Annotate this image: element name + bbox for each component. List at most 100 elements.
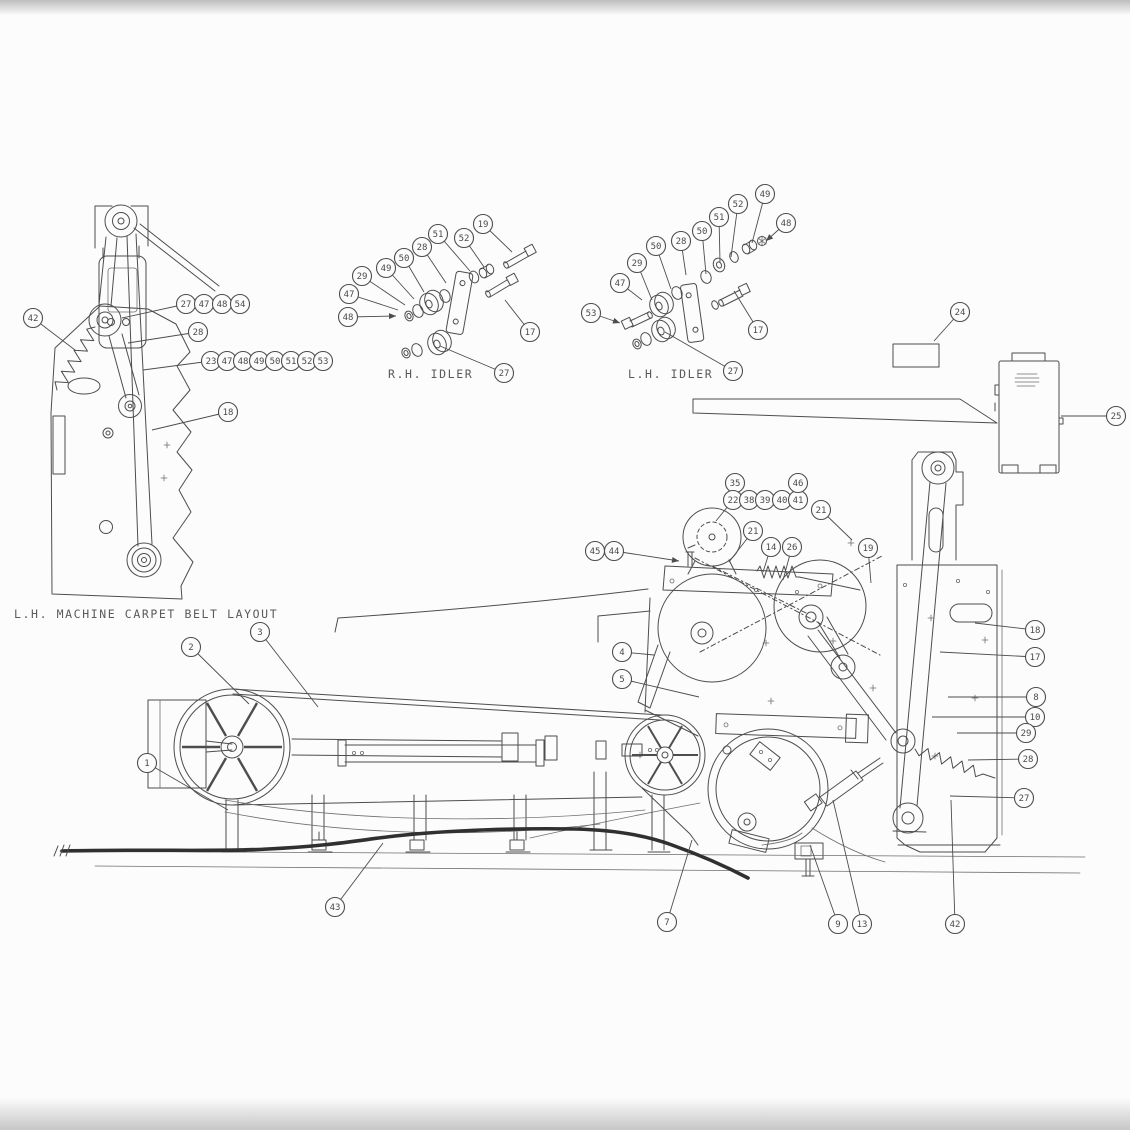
callout-53: 53 [582, 304, 621, 324]
washer [728, 250, 740, 263]
callout-50: 50 [647, 237, 672, 290]
callout-28: 28 [128, 323, 208, 344]
left-drum [638, 574, 766, 708]
svg-text:17: 17 [1030, 653, 1041, 663]
svg-text:28: 28 [417, 243, 428, 253]
washer [670, 285, 684, 301]
svg-text:35: 35 [730, 479, 741, 489]
callout-46: 46 [789, 474, 808, 493]
svg-text:46: 46 [793, 479, 804, 489]
callout-48: 48 [766, 214, 796, 242]
svg-text:14: 14 [766, 543, 777, 553]
svg-text:51: 51 [714, 213, 725, 223]
slot-hole [53, 416, 65, 474]
svg-text:48: 48 [238, 357, 249, 367]
svg-text:47: 47 [615, 279, 626, 289]
jack-foot [506, 832, 530, 852]
svg-text:21: 21 [816, 506, 827, 516]
svg-text:9: 9 [835, 920, 840, 930]
callout-17: 17 [734, 291, 768, 340]
idler-bracket [446, 271, 474, 335]
svg-text:49: 49 [760, 190, 771, 200]
svg-text:8: 8 [1033, 693, 1038, 703]
right-frame [893, 452, 1002, 852]
drive-shaft [206, 733, 659, 761]
frame-lower-pulley [893, 803, 926, 833]
bed-rails [338, 740, 544, 766]
idler-pulley [417, 287, 447, 317]
callout-41: 41 [789, 491, 808, 510]
idler-pulley-lower [649, 314, 679, 344]
callout-51: 51 [429, 225, 471, 272]
bolt [710, 283, 750, 310]
callout-8: 8 [948, 688, 1046, 707]
callout-42: 42 [24, 309, 76, 351]
carpet-belt-runs [99, 224, 219, 546]
callout-42: 42 [946, 800, 965, 934]
cover-plate [893, 344, 939, 367]
callout-45: 45 [586, 542, 605, 561]
svg-text:27: 27 [181, 300, 192, 310]
belt-bottom [232, 797, 642, 805]
callout-13: 13 [833, 800, 872, 934]
vertical-belt [900, 482, 946, 808]
callout-28: 28 [413, 238, 447, 284]
svg-text:17: 17 [525, 328, 536, 338]
tension-pulley-right [891, 729, 915, 753]
svg-text:49: 49 [381, 264, 392, 274]
callout-52: 52 [455, 229, 485, 268]
svg-text:53: 53 [586, 309, 597, 319]
rh-idler-label: R.H. IDLER [388, 367, 473, 381]
callout-18: 18 [152, 403, 238, 431]
callout-27: 27 [665, 332, 743, 381]
callout-19: 19 [474, 215, 513, 253]
svg-text:4: 4 [619, 648, 624, 658]
tension-spring-right [915, 749, 983, 777]
callout-1: 1 [138, 754, 229, 811]
svg-text:39: 39 [760, 496, 771, 506]
svg-text:19: 19 [478, 220, 489, 230]
svg-text:17: 17 [753, 326, 764, 336]
callout-47: 47 [611, 274, 643, 301]
svg-text:7: 7 [664, 918, 669, 928]
washer [438, 288, 452, 304]
svg-text:49: 49 [254, 357, 265, 367]
callout-21: 21 [812, 501, 853, 541]
tension-spring-top [757, 566, 799, 578]
bolt [485, 273, 519, 298]
tension-arm-link [808, 630, 896, 740]
callout-39: 39 [756, 491, 775, 510]
callout-5: 5 [613, 670, 700, 698]
washer [468, 270, 481, 284]
svg-text:45: 45 [590, 547, 601, 557]
callout-21: 21 [729, 522, 763, 563]
left-bracket-plate [148, 700, 206, 788]
callout-50: 50 [693, 222, 712, 275]
svg-text:47: 47 [222, 357, 233, 367]
svg-text:21: 21 [748, 527, 759, 537]
oblong-slot [950, 604, 992, 622]
svg-text:19: 19 [863, 544, 874, 554]
callout-27: 27 [950, 789, 1034, 808]
lh-layout-title: L.H. MACHINE CARPET BELT LAYOUT [14, 607, 278, 621]
svg-text:51: 51 [286, 357, 297, 367]
svg-text:48: 48 [781, 219, 792, 229]
jack-foot [406, 840, 430, 852]
washer [699, 269, 713, 285]
callout-51: 51 [282, 352, 301, 371]
callout-14: 14 [762, 538, 781, 573]
callout-40: 40 [773, 491, 792, 510]
svg-text:42: 42 [950, 920, 961, 930]
callout-48: 48 [339, 308, 397, 327]
svg-text:27: 27 [1019, 794, 1030, 804]
side-rail [693, 399, 997, 423]
svg-text:29: 29 [1021, 729, 1032, 739]
idler-pulley [647, 289, 677, 319]
svg-text:29: 29 [357, 272, 368, 282]
oblong-hole [68, 378, 100, 394]
frame-legs [222, 772, 670, 852]
callout-22: 22 [716, 491, 743, 522]
callout-27: 27 [122, 295, 196, 319]
nut [403, 310, 414, 322]
callout-52: 52 [729, 195, 748, 258]
